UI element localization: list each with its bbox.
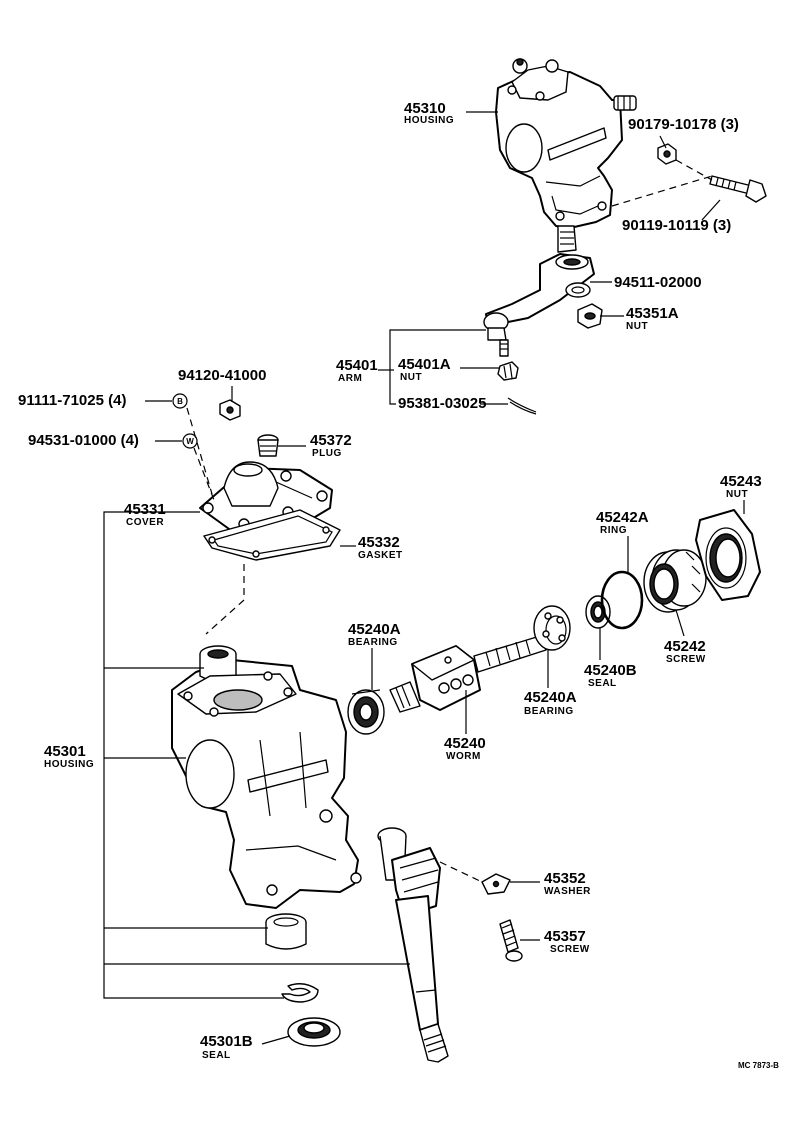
callout-45332: 45332 GASKET (358, 534, 403, 561)
callout-45331: 45331 COVER (124, 501, 166, 528)
seal-45240B (585, 595, 611, 629)
callout-45310: 45310 HOUSING (404, 100, 454, 126)
callout-94120: 94120-41000 (178, 367, 266, 384)
leader-lines (103, 111, 745, 1045)
callout-45351A: 45351A NUT (626, 305, 679, 332)
callout-45243: 45243 NUT (720, 473, 762, 500)
cotter-pin-95381 (507, 397, 537, 415)
callout-45240B: 45240B SEAL (584, 662, 637, 689)
lock-washer-94511 (565, 282, 591, 298)
svg-text:SCREW: SCREW (550, 944, 590, 955)
callout-45301B: 45301B SEAL (200, 1033, 253, 1061)
callout-45240A-right: 45240A BEARING (524, 689, 577, 717)
svg-text:45243: 45243 (720, 473, 762, 490)
svg-text:BEARING: BEARING (348, 637, 398, 648)
lock-nut-45243 (695, 509, 761, 601)
callout-91111: 91111-71025 (4) (18, 392, 126, 409)
svg-text:45401A: 45401A (398, 356, 451, 373)
upper-housing-assembly (495, 58, 637, 253)
callout-45242A: 45242A RING (596, 509, 649, 536)
svg-text:45240A: 45240A (348, 621, 401, 638)
lower-housing-45301 (171, 645, 362, 909)
svg-text:45332: 45332 (358, 534, 400, 551)
pitman-arm-45401 (483, 253, 595, 357)
bolt-94120 (219, 399, 241, 421)
svg-text:NUT: NUT (400, 372, 422, 383)
svg-text:45240: 45240 (444, 735, 486, 752)
figure-reference: MC 7873-B (738, 1061, 779, 1070)
svg-text:45310: 45310 (404, 100, 446, 117)
callout-45352: 45352 WASHER (544, 870, 591, 897)
svg-text:SEAL: SEAL (588, 678, 617, 689)
svg-text:PLUG: PLUG (312, 448, 342, 459)
svg-text:W: W (186, 437, 194, 446)
svg-text:NUT: NUT (626, 321, 648, 332)
bolt-90119 (709, 175, 767, 203)
snap-ring (281, 983, 319, 1003)
marker-w: W (182, 433, 198, 449)
worm-45240 (389, 635, 547, 713)
washer-hole-icon (492, 880, 500, 888)
svg-text:BEARING: BEARING (524, 706, 574, 717)
callout-45357: 45357 SCREW (544, 928, 590, 955)
callout-45401: 45401 ARM (336, 357, 378, 384)
svg-text:45301B: 45301B (200, 1033, 253, 1050)
svg-text:45242: 45242 (664, 638, 706, 655)
svg-text:B: B (177, 397, 183, 406)
svg-text:GASKET: GASKET (358, 550, 403, 561)
callout-45401A: 45401A NUT (398, 356, 451, 383)
svg-text:45242A: 45242A (596, 509, 649, 526)
callout-45240: 45240 WORM (444, 735, 486, 762)
bearing-45240A-left (347, 689, 385, 735)
nut-45401A (497, 361, 519, 381)
callout-90179: 90179-10178 (3) (628, 116, 739, 133)
svg-text:45372: 45372 (310, 432, 352, 449)
seal-45301B (287, 1017, 341, 1047)
svg-text:SCREW: SCREW (666, 654, 706, 665)
callout-95381: 95381-03025 (398, 395, 486, 412)
svg-text:HOUSING: HOUSING (404, 115, 454, 126)
gasket-45332 (203, 509, 341, 561)
svg-text:45240B: 45240B (584, 662, 637, 679)
svg-text:45352: 45352 (544, 870, 586, 887)
svg-text:45301: 45301 (44, 743, 86, 760)
svg-text:WORM: WORM (446, 751, 481, 762)
callout-45242: 45242 SCREW (664, 638, 706, 665)
callout-45301: 45301 HOUSING (44, 743, 94, 770)
sector-shaft (377, 827, 449, 1063)
svg-text:45351A: 45351A (626, 305, 679, 322)
callout-45240A-left: 45240A BEARING (348, 621, 401, 648)
callout-94511: 94511-02000 (614, 274, 702, 291)
svg-text:45331: 45331 (124, 501, 166, 518)
svg-text:WASHER: WASHER (544, 886, 591, 897)
marker-b: B (172, 393, 188, 409)
adjusting-screw-45357 (499, 919, 523, 962)
bearing-45240A-right (533, 605, 571, 651)
plug-45372 (257, 434, 279, 457)
bushing (265, 913, 307, 950)
nut-45351A (577, 303, 603, 329)
callout-45372: 45372 PLUG (310, 432, 352, 459)
svg-text:45401: 45401 (336, 357, 378, 374)
adjusting-screw-45242 (643, 549, 707, 613)
callout-94531: 94531-01000 (4) (28, 432, 139, 449)
flange-nut-90179 (657, 143, 677, 165)
svg-text:45357: 45357 (544, 928, 586, 945)
svg-text:COVER: COVER (126, 517, 164, 528)
svg-text:HOUSING: HOUSING (44, 759, 94, 770)
svg-text:45240A: 45240A (524, 689, 577, 706)
svg-text:NUT: NUT (726, 489, 748, 500)
svg-text:SEAL: SEAL (202, 1050, 231, 1061)
svg-text:ARM: ARM (338, 373, 362, 384)
ring-45242A (600, 570, 644, 630)
callout-90119: 90119-10119 (3) (622, 217, 731, 234)
svg-text:RING: RING (600, 525, 627, 536)
